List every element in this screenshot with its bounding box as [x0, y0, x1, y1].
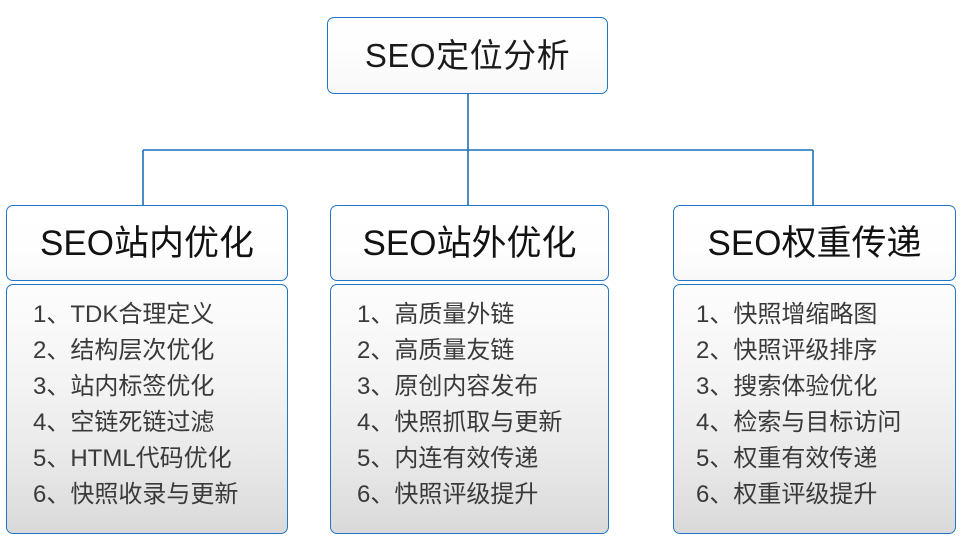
list-item: 5、HTML代码优化 [33, 445, 232, 472]
list-item: 6、权重评级提升 [696, 481, 878, 508]
list-item: 4、检索与目标访问 [696, 409, 902, 436]
branch-header-2[interactable]: SEO站外优化 [330, 205, 609, 281]
list-item: 6、快照评级提升 [357, 481, 539, 508]
branch-list-3: 1、快照增缩略图 2、快照评级排序 3、搜索体验优化 4、检索与目标访问 5、权… [673, 284, 956, 534]
list-item: 4、空链死链过滤 [33, 409, 215, 436]
branch-column-2: SEO站外优化 1、高质量外链 2、高质量友链 3、原创内容发布 4、快照抓取与… [330, 205, 609, 534]
branch-list-1: 1、TDK合理定义 2、结构层次优化 3、站内标签优化 4、空链死链过滤 5、H… [6, 284, 288, 534]
list-item: 3、站内标签优化 [33, 373, 215, 400]
branch-header-3[interactable]: SEO权重传递 [673, 205, 956, 281]
list-item: 5、内连有效传递 [357, 445, 539, 472]
list-item: 3、搜索体验优化 [696, 373, 878, 400]
list-item: 1、高质量外链 [357, 301, 515, 328]
root-node[interactable]: SEO定位分析 [327, 17, 608, 94]
list-item: 2、高质量友链 [357, 337, 515, 364]
list-item: 5、权重有效传递 [696, 445, 878, 472]
branch-list-2: 1、高质量外链 2、高质量友链 3、原创内容发布 4、快照抓取与更新 5、内连有… [330, 284, 609, 534]
list-item: 3、原创内容发布 [357, 373, 539, 400]
branch-header-label-2: SEO站外优化 [362, 223, 577, 263]
list-item: 4、快照抓取与更新 [357, 409, 563, 436]
list-item: 1、快照增缩略图 [696, 301, 878, 328]
list-item: 2、快照评级排序 [696, 337, 878, 364]
list-item: 2、结构层次优化 [33, 337, 215, 364]
list-item: 1、TDK合理定义 [33, 301, 215, 328]
branch-header-label-1: SEO站内优化 [40, 223, 254, 263]
root-node-label: SEO定位分析 [364, 37, 571, 74]
branch-column-3: SEO权重传递 1、快照增缩略图 2、快照评级排序 3、搜索体验优化 4、检索与… [673, 205, 956, 534]
branch-column-1: SEO站内优化 1、TDK合理定义 2、结构层次优化 3、站内标签优化 4、空链… [6, 205, 288, 534]
branch-header-1[interactable]: SEO站内优化 [6, 205, 288, 281]
branch-header-label-3: SEO权重传递 [707, 223, 922, 263]
list-item: 6、快照收录与更新 [33, 481, 239, 508]
